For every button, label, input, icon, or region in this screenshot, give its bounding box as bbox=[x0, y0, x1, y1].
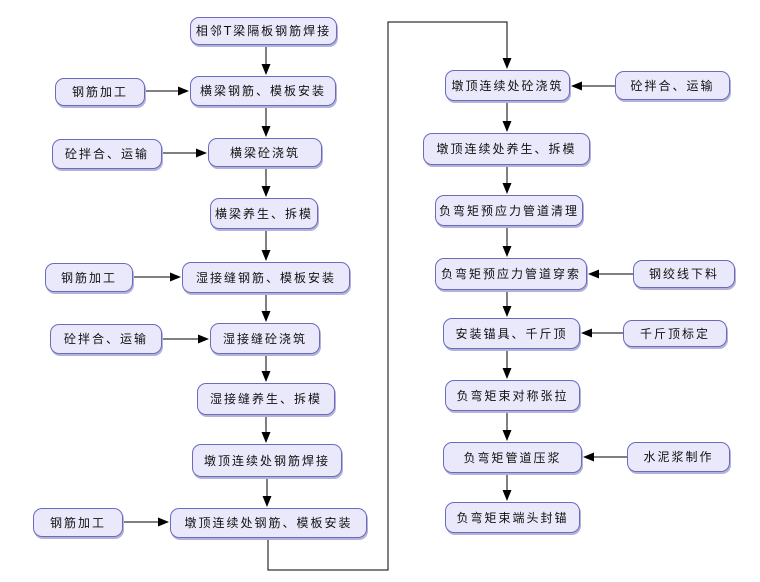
input-jack-calibration: 千斤顶标定 bbox=[623, 320, 727, 347]
input-concrete-mixing-transport-2: 砼拌合、运输 bbox=[50, 324, 162, 354]
step-crossbeam-curing-formwork-removal: 横梁养生、拆模 bbox=[210, 198, 318, 229]
step-install-anchorage-jack: 安装锚具、千斤顶 bbox=[443, 318, 580, 349]
step-pier-top-continuity-concrete-pouring: 墩顶连续处砼浇筑 bbox=[445, 70, 570, 101]
step-adjacent-t-beam-diaphragm-rebar-welding: 相邻T梁隔板钢筋焊接 bbox=[190, 17, 337, 45]
input-rebar-processing-3: 钢筋加工 bbox=[33, 508, 123, 537]
input-rebar-processing-1: 钢筋加工 bbox=[55, 78, 145, 106]
step-crossbeam-concrete-pouring: 横梁砼浇筑 bbox=[208, 138, 322, 167]
step-negative-moment-prestress-duct-threading: 负弯矩预应力管道穿索 bbox=[435, 258, 587, 290]
step-negative-moment-prestress-duct-cleaning: 负弯矩预应力管道清理 bbox=[435, 195, 583, 226]
input-concrete-mixing-transport-1: 砼拌合、运输 bbox=[52, 139, 162, 169]
step-negative-moment-tendon-symmetric-tensioning: 负弯矩束对称张拉 bbox=[445, 380, 580, 411]
step-negative-moment-tendon-end-anchor-sealing: 负弯矩束端头封锚 bbox=[445, 502, 580, 533]
input-concrete-mixing-transport-3: 砼拌合、运输 bbox=[615, 71, 730, 100]
step-wet-joint-concrete-pouring: 湿接缝砼浇筑 bbox=[210, 323, 320, 354]
step-wet-joint-rebar-formwork-install: 湿接缝钢筋、模板安装 bbox=[182, 262, 350, 293]
input-rebar-processing-2: 钢筋加工 bbox=[45, 263, 133, 292]
step-pier-top-continuity-rebar-formwork-install: 墩顶连续处钢筋、模板安装 bbox=[170, 508, 367, 538]
input-strand-cutting: 钢绞线下料 bbox=[633, 260, 735, 288]
step-crossbeam-rebar-formwork-install: 横梁钢筋、模板安装 bbox=[190, 76, 336, 106]
input-cement-grout-preparation: 水泥浆制作 bbox=[627, 442, 730, 472]
step-wet-joint-curing-formwork-removal: 湿接缝养生、拆模 bbox=[197, 383, 335, 415]
step-pier-top-continuity-rebar-welding: 墩顶连续处钢筋焊接 bbox=[192, 444, 342, 477]
step-negative-moment-duct-grouting: 负弯矩管道压浆 bbox=[443, 442, 582, 473]
step-pier-top-continuity-curing-formwork-removal: 墩顶连续处养生、拆模 bbox=[423, 133, 590, 165]
